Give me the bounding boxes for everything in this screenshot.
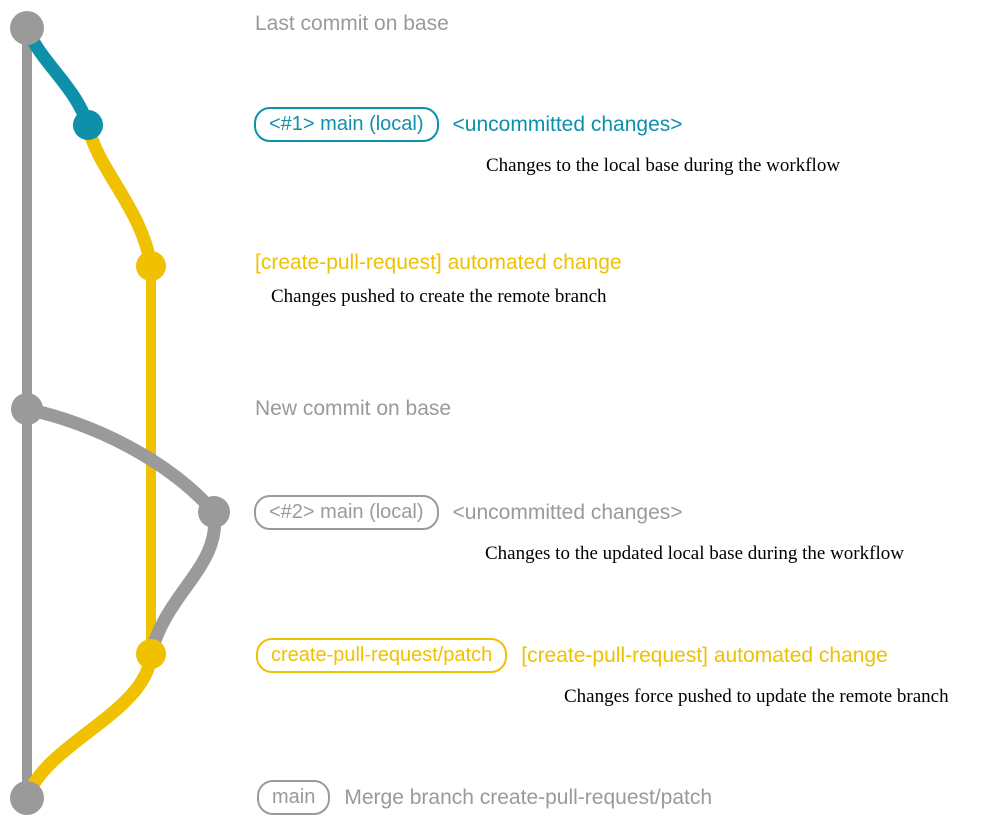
commit-row-local-2: <#2> main (local) <uncommitted changes> …: [254, 495, 904, 563]
commit-headline: Last commit on base: [255, 13, 449, 34]
commit-headline: main Merge branch create-pull-request/pa…: [257, 780, 712, 815]
commit-headline: New commit on base: [255, 398, 451, 419]
commit-row-last-commit: Last commit on base: [255, 13, 449, 34]
commit-subject: [create-pull-request] automated change: [255, 251, 622, 274]
node-remote-2[interactable]: [136, 639, 166, 669]
branch-badge-main[interactable]: main: [257, 780, 331, 815]
edge-remote-1: [81, 118, 158, 273]
commit-description: Changes to the local base during the wor…: [486, 155, 841, 176]
commit-subject: Last commit on base: [255, 12, 449, 35]
commit-description: Changes pushed to create the remote bran…: [271, 286, 607, 307]
edge-local-2: [20, 402, 221, 519]
commit-row-merge: main Merge branch create-pull-request/pa…: [257, 780, 712, 815]
edge-local-2-to-remote-2: [144, 505, 222, 661]
commit-row-local-1: <#1> main (local) <uncommitted changes> …: [254, 107, 840, 175]
commit-subject: <uncommitted changes>: [452, 501, 683, 524]
node-remote-1[interactable]: [136, 251, 166, 281]
commit-row-new-commit: New commit on base: [255, 398, 451, 419]
node-local-1[interactable]: [73, 110, 103, 140]
commit-subject: Merge branch create-pull-request/patch: [344, 786, 713, 809]
commit-subject: New commit on base: [255, 397, 452, 420]
node-base-merge[interactable]: [10, 781, 44, 815]
branch-badge-main-local-1[interactable]: <#1> main (local): [254, 107, 439, 142]
commit-headline: <#2> main (local) <uncommitted changes>: [254, 495, 683, 530]
commit-headline: create-pull-request/patch [create-pull-r…: [256, 638, 888, 673]
branch-badge-create-pull-request-patch[interactable]: create-pull-request/patch: [256, 638, 508, 673]
commit-subject: <uncommitted changes>: [452, 113, 683, 136]
commit-headline: <#1> main (local) <uncommitted changes>: [254, 107, 683, 142]
commit-row-automated-2: create-pull-request/patch [create-pull-r…: [256, 638, 949, 706]
branch-badge-main-local-2[interactable]: <#2> main (local): [254, 495, 439, 530]
commit-description: Changes to the updated local base during…: [485, 543, 904, 564]
node-base-last[interactable]: [10, 11, 44, 45]
commit-subject: [create-pull-request] automated change: [521, 644, 888, 667]
node-local-2[interactable]: [198, 496, 230, 528]
commit-headline: [create-pull-request] automated change: [255, 252, 622, 273]
commit-row-automated-1: [create-pull-request] automated change C…: [255, 252, 622, 306]
commit-description: Changes force pushed to update the remot…: [564, 686, 949, 707]
node-base-new[interactable]: [11, 393, 43, 425]
edge-remote-2-to-merge: [20, 647, 158, 805]
